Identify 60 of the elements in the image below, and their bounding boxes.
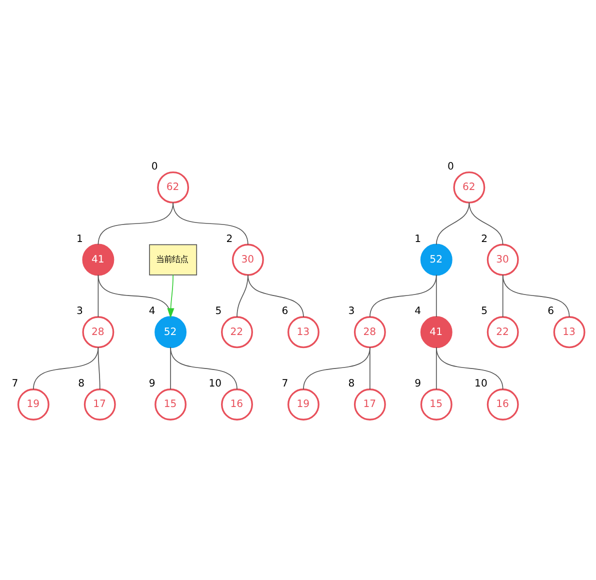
connector xyxy=(98,274,171,317)
node-label: 9 xyxy=(148,378,156,389)
arrow xyxy=(167,274,174,318)
node-circle: 16 xyxy=(486,388,519,420)
connector xyxy=(170,346,238,390)
node-label: 8 xyxy=(78,378,85,389)
node-circle: 13 xyxy=(553,316,586,348)
node-circle: 19 xyxy=(17,388,50,420)
node-circle: 17 xyxy=(84,388,116,420)
node-label: 10 xyxy=(208,378,222,389)
connector xyxy=(436,274,437,317)
node-circle: 30 xyxy=(486,243,519,276)
node-label: 3 xyxy=(348,306,355,317)
node-circle: 41 xyxy=(420,316,452,348)
connector xyxy=(502,274,570,317)
node-box: 当前结点 xyxy=(149,244,198,275)
connector xyxy=(303,346,370,390)
connector xyxy=(468,202,504,245)
connector xyxy=(98,346,100,390)
connector xyxy=(370,274,437,317)
node-label: 7 xyxy=(282,378,288,389)
node-circle: 30 xyxy=(232,243,264,276)
node-label: 5 xyxy=(215,306,222,317)
node-label: 0 xyxy=(151,160,158,172)
connector xyxy=(98,202,174,245)
node-circle: 28 xyxy=(354,316,386,348)
connector xyxy=(436,202,470,245)
connector xyxy=(33,346,99,390)
node-label: 1 xyxy=(414,233,422,244)
node-circle: 62 xyxy=(453,170,486,203)
node-label: 2 xyxy=(481,233,488,244)
node-circle: 62 xyxy=(157,170,190,203)
node-circle: 19 xyxy=(287,388,320,420)
node-label: 9 xyxy=(414,378,422,389)
node-circle: 41 xyxy=(82,243,114,276)
connector xyxy=(436,346,504,390)
connector xyxy=(248,274,304,317)
connector xyxy=(172,202,248,245)
node-label: 2 xyxy=(226,233,233,244)
node-label: 4 xyxy=(148,306,156,317)
node-label: 8 xyxy=(348,378,355,389)
node-label: 5 xyxy=(481,306,488,317)
node-circle: 13 xyxy=(287,316,320,348)
node-circle: 17 xyxy=(354,388,386,420)
node-circle: 52 xyxy=(420,243,452,276)
node-circle: 15 xyxy=(420,388,452,420)
node-circle: 16 xyxy=(221,388,253,420)
node-circle: 52 xyxy=(154,316,187,348)
node-label: 3 xyxy=(76,306,83,317)
node-circle: 28 xyxy=(82,316,114,348)
node-circle: 22 xyxy=(221,316,253,348)
node-label: 10 xyxy=(474,378,488,389)
node-label: 6 xyxy=(282,306,288,317)
node-circle: 15 xyxy=(154,388,187,420)
node-circle: 22 xyxy=(486,316,519,348)
node-label: 0 xyxy=(447,160,454,172)
node-label: 4 xyxy=(414,306,422,317)
node-label: 7 xyxy=(12,378,18,389)
node-label: 1 xyxy=(76,233,83,244)
node-label: 6 xyxy=(548,306,554,317)
